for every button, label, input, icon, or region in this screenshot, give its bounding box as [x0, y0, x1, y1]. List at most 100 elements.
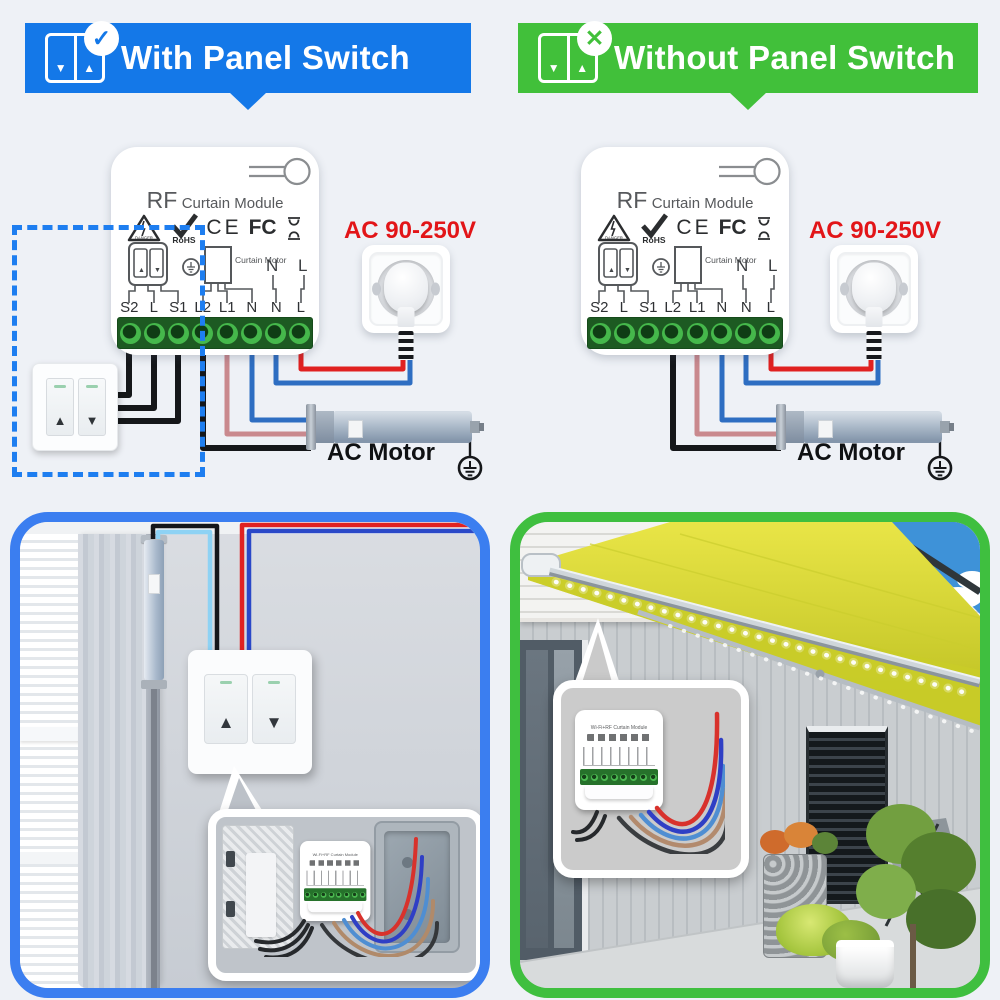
switch-down-button: ▼: [252, 674, 296, 744]
terminal-label: S1: [639, 299, 658, 316]
module-wires: [571, 711, 725, 854]
terminal-screw-icon: [265, 322, 287, 344]
terminal-label: N: [246, 299, 258, 316]
mini-terminal-block: [304, 888, 367, 901]
terminal-screw-icon: [289, 322, 311, 344]
bubble-tail: [572, 618, 622, 690]
switch-led: [220, 681, 232, 684]
terminal-label: N: [740, 299, 752, 316]
switch-up-button: ▲: [46, 378, 74, 436]
switch-clip: [226, 901, 235, 917]
flower-greens: [812, 832, 838, 854]
terminal-labels: S2 L S1 L2 L1 N N L: [587, 299, 783, 316]
mini-cert-icons: [309, 860, 361, 866]
terminal-screw-icon: [735, 322, 757, 344]
switch-rear-column: [246, 853, 276, 937]
banner-without-panel-switch: ▼ ▲ ✕ Without Panel Switch: [518, 21, 978, 110]
power-rating-label: AC 90-250V: [343, 217, 477, 244]
down-arrow-icon: ▼: [265, 713, 283, 732]
power-rating-label: AC 90-250V: [808, 217, 942, 244]
power-plug: [852, 262, 896, 313]
power-plug: [384, 262, 428, 313]
terminal-screw-icon: [143, 322, 165, 344]
motor-cap: [141, 680, 167, 689]
ac-tubular-motor: [776, 404, 954, 450]
panel-switch-dashed-outline: [12, 225, 205, 477]
motor-bracket: [306, 404, 316, 450]
mini-module-title: Wi-Fi+RF Curtain Module: [312, 853, 358, 858]
svg-text:Curtain Motor: Curtain Motor: [705, 255, 757, 265]
socket-ground-clip: [431, 282, 440, 296]
terminal-screw-icon: [168, 322, 190, 344]
banner-left-pointer: [229, 92, 267, 110]
module-name: Curtain Module: [181, 195, 284, 212]
certification-icons: DANGER RoHS CE FC: [581, 211, 789, 245]
svg-text:L: L: [298, 256, 307, 275]
terminal-label: L: [149, 299, 158, 316]
ac-tubular-motor: [306, 404, 484, 450]
switch-down-button: ▼: [78, 378, 106, 436]
module-brand: RF: [616, 187, 648, 213]
motor-shaft: [470, 421, 480, 433]
antenna-loop-icon: [249, 157, 311, 186]
panel-switch-icon-up: ▲: [566, 36, 596, 80]
bubble-tail: [216, 766, 267, 822]
awning: [521, 522, 980, 734]
mini-terminal-block: [580, 769, 658, 785]
mini-module-base: [585, 786, 653, 799]
terminal-label: L1: [218, 299, 236, 316]
wall-socket-with-plug: [362, 245, 450, 360]
plug-stem: [397, 307, 415, 327]
rohs-check-icon: RoHS: [641, 213, 669, 245]
screw-post: [402, 857, 413, 868]
terminal-screw-icon: [119, 322, 141, 344]
curtain-module-mini: Wi-Fi+RF Curtain Module: [300, 841, 371, 921]
terminal-block: [587, 317, 783, 349]
svg-text:DANGER: DANGER: [605, 236, 623, 241]
wiring-schematic: ▲ ▼ Curtain Motor N L: [128, 242, 307, 303]
wiring-schematic: ▲ ▼ Curtain Motor N L: [598, 242, 777, 303]
white-planter-pot: [836, 940, 894, 988]
rf-curtain-module: RF Curtain Module DANGER RoHS CE FC: [111, 147, 319, 355]
fcc-mark-icon: FC: [718, 216, 747, 239]
fcc-mark-icon: FC: [248, 216, 277, 239]
panel-switch-icon: ▼ ▲ ✓: [45, 21, 119, 83]
banner-right-pointer: [729, 92, 767, 110]
module-title: RF Curtain Module: [111, 187, 319, 214]
banner-with-panel-switch: ▼ ▲ ✓ With Panel Switch: [25, 21, 471, 110]
svg-text:▲: ▲: [138, 267, 145, 274]
banner-right-label: Without Panel Switch: [614, 39, 956, 76]
up-arrow-icon: ▲: [53, 413, 67, 428]
module-title: RF Curtain Module: [581, 187, 789, 214]
ce-mark-icon: CE: [206, 216, 242, 239]
motor-sticker: [148, 574, 160, 594]
terminal-screw-icon: [613, 322, 635, 344]
terminal-screw-icon: [589, 322, 611, 344]
svg-text:Curtain Motor: Curtain Motor: [235, 255, 287, 265]
terminal-label: S2: [120, 299, 139, 316]
weee-hourglass-icon: [287, 216, 300, 240]
terminal-screw-icon: [710, 322, 732, 344]
cross-badge-icon: ✕: [577, 21, 612, 56]
down-arrow-icon: ▼: [85, 413, 99, 428]
curtain-module-mini: Wi-Fi+RF Curtain Module: [575, 710, 663, 810]
svg-text:▼: ▼: [154, 267, 161, 274]
wall-panel-switch: ▲ ▼: [188, 650, 312, 774]
switch-clip: [226, 851, 235, 867]
ground-icon: [457, 441, 483, 481]
motor-shaft-tip: [949, 423, 954, 431]
switch-led: [54, 385, 66, 388]
terminal-screw-icon: [638, 322, 660, 344]
motor-sticker: [818, 420, 833, 438]
switch-up-button: ▲: [204, 674, 248, 744]
terminal-screw-icon: [686, 322, 708, 344]
mini-cert-icons: [587, 734, 651, 741]
module-name: Curtain Module: [651, 195, 754, 212]
switch-led: [268, 681, 280, 684]
wall-socket-with-plug: [830, 245, 918, 360]
motor-head: [786, 411, 804, 443]
module-brand: RF: [146, 187, 178, 213]
motor-label: AC Motor: [797, 439, 905, 466]
panel-switch-icon-down: ▼: [547, 61, 560, 75]
